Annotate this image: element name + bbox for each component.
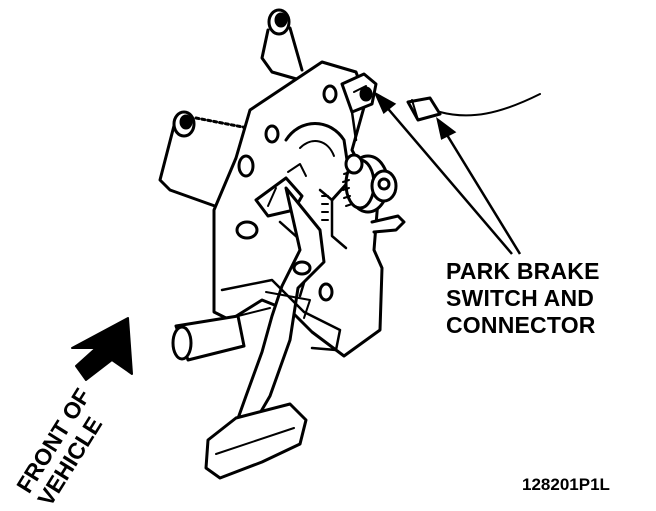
adjuster-gear [342,153,406,234]
callout-line-3: CONNECTOR [446,312,596,338]
figure-id: 128201P1L [522,475,610,494]
park-brake-switch-label: PARK BRAKE SWITCH AND CONNECTOR [446,258,646,339]
ratchet-sector [284,122,352,250]
callout-leader-arrows [373,91,522,255]
switch-connector [406,93,541,122]
callout-line-1: PARK BRAKE [446,258,600,284]
callout-line-2: SWITCH AND [446,285,595,311]
pivot-shaft [171,307,271,362]
left-mounting-bracket [158,110,250,212]
park-brake-switch [340,72,378,142]
front-direction-arrow [71,317,133,381]
